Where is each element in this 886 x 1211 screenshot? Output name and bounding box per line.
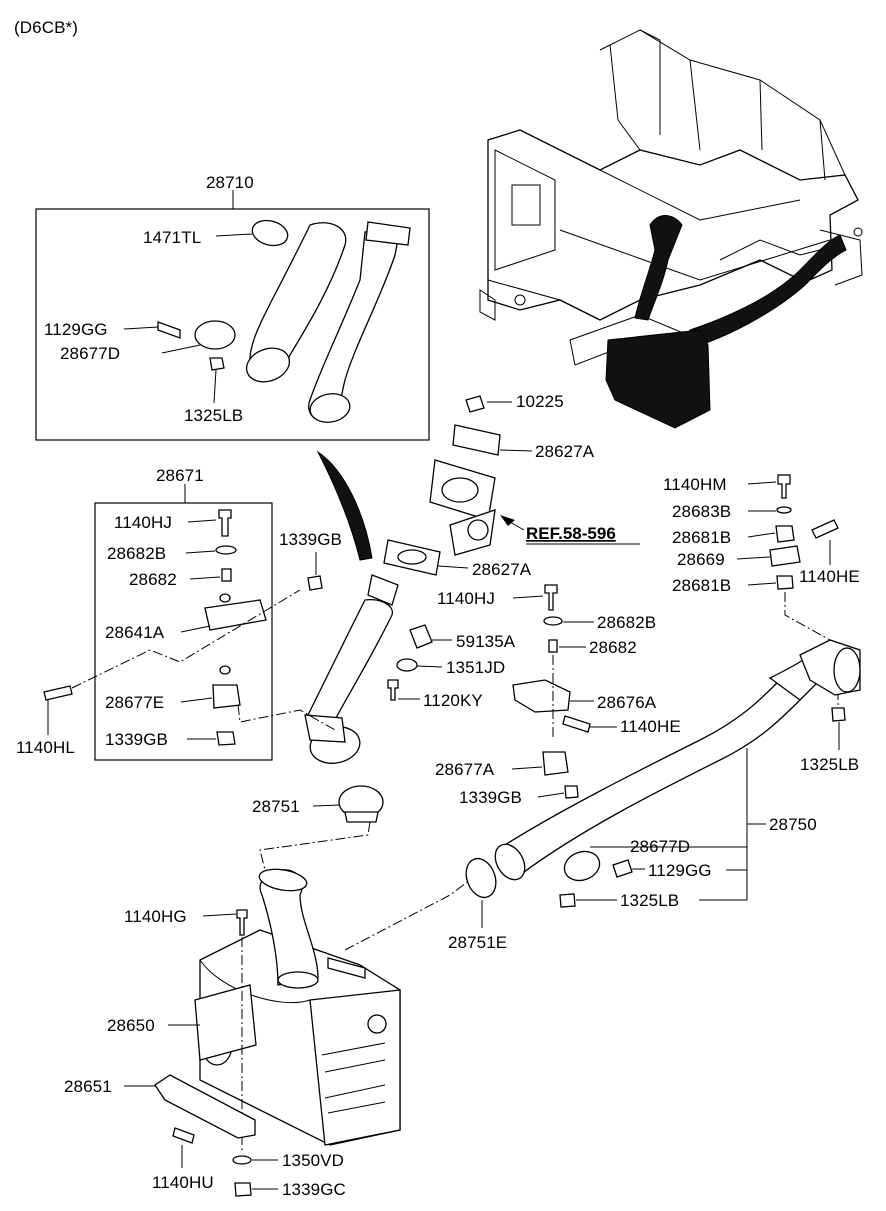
label-28682-b: 28682 (589, 638, 637, 657)
label-1129GG-a: 1129GG (44, 320, 108, 339)
label-28682B-b: 28682B (597, 613, 656, 632)
label-28677A: 28677A (435, 760, 495, 779)
bolt-1140HG (236, 909, 248, 936)
washer-1350VD (232, 1155, 252, 1165)
label-28627A-a: 28627A (535, 442, 595, 461)
bolt-1140HL (43, 685, 73, 701)
arrow-pointer (316, 450, 373, 561)
label-1140HG: 1140HG (124, 907, 187, 926)
label-1140HJ-b: 1140HJ (437, 589, 495, 608)
bracket-stack-28671 (204, 509, 267, 746)
bracket-28651 (154, 1074, 256, 1139)
nut-1325LB-a (209, 357, 225, 371)
label-10225: 10225 (516, 392, 564, 411)
label-1339GC: 1339GC (282, 1180, 346, 1199)
label-28751E: 28751E (448, 933, 507, 952)
label-28751: 28751 (252, 797, 300, 816)
box-28671 (94, 502, 273, 761)
label-1325LB-c: 1325LB (620, 891, 679, 910)
label-28683B: 28683B (672, 502, 731, 521)
center-hardware (387, 584, 591, 799)
nut-1339GC (234, 1182, 252, 1197)
label-59135A: 59135A (456, 632, 516, 651)
tail-pipe-28750 (494, 639, 861, 881)
muffler-28650 (194, 868, 401, 1146)
label-1351JD: 1351JD (446, 658, 505, 677)
label-1129GG-b: 1129GG (648, 861, 712, 880)
label-1325LB-b: 1325LB (800, 755, 859, 774)
label-28677E: 28677E (105, 693, 164, 712)
label-1120KY: 1120KY (423, 691, 483, 710)
flange-assembly (383, 395, 501, 576)
label-1339GB-b: 1339GB (105, 730, 168, 749)
label-28650: 28650 (107, 1016, 155, 1035)
right-hanger-hardware (769, 474, 846, 722)
label-28651: 28651 (64, 1077, 112, 1096)
label-28676A: 28676A (597, 693, 657, 712)
label-1471TL: 1471TL (143, 228, 201, 247)
label-28641A: 28641A (105, 623, 165, 642)
pipe-28710 (245, 221, 411, 423)
label-1325LB-a: 1325LB (184, 406, 243, 425)
label-1140HU: 1140HU (152, 1173, 214, 1192)
label-28669: 28669 (677, 550, 725, 569)
label-28750: 28750 (769, 815, 817, 834)
label-1140HL: 1140HL (16, 738, 75, 757)
ref-arrow (500, 515, 515, 526)
label-28682B-a: 28682B (107, 544, 166, 563)
label-28710: 28710 (206, 173, 254, 192)
model-code: (D6CB*) (14, 18, 78, 37)
tail-clamp-hardware (559, 850, 633, 908)
label-1140HJ-a: 1140HJ (114, 513, 172, 532)
front-pipe (304, 574, 399, 764)
label-1140HE-b: 1140HE (799, 567, 860, 586)
bolt-1129GG-a (157, 321, 181, 339)
bolt-1140HU (172, 1127, 195, 1144)
clamp-1471TL (251, 219, 289, 247)
label-1339GB-a: 1339GB (279, 530, 342, 549)
clamp-28677D-a (194, 320, 236, 350)
label-28627A-b: 28627A (472, 560, 532, 579)
clamp-28751E (465, 857, 497, 899)
label-28682-a: 28682 (129, 570, 177, 589)
label-28681B-b: 28681B (672, 576, 731, 595)
label-1140HE-a: 1140HE (620, 717, 681, 736)
label-ref-58-596: REF.58-596 (526, 524, 616, 543)
clamp-28751-bolt (344, 811, 379, 823)
label-28671: 28671 (156, 466, 204, 485)
label-1350VD: 1350VD (282, 1151, 344, 1170)
label-28681B-a: 28681B (672, 528, 731, 547)
nut-1339GB-a (307, 575, 323, 591)
label-28677D-a: 28677D (60, 344, 120, 363)
label-1140HM: 1140HM (663, 475, 727, 494)
label-1339GB-c: 1339GB (459, 788, 522, 807)
chassis-frame (479, 29, 863, 429)
